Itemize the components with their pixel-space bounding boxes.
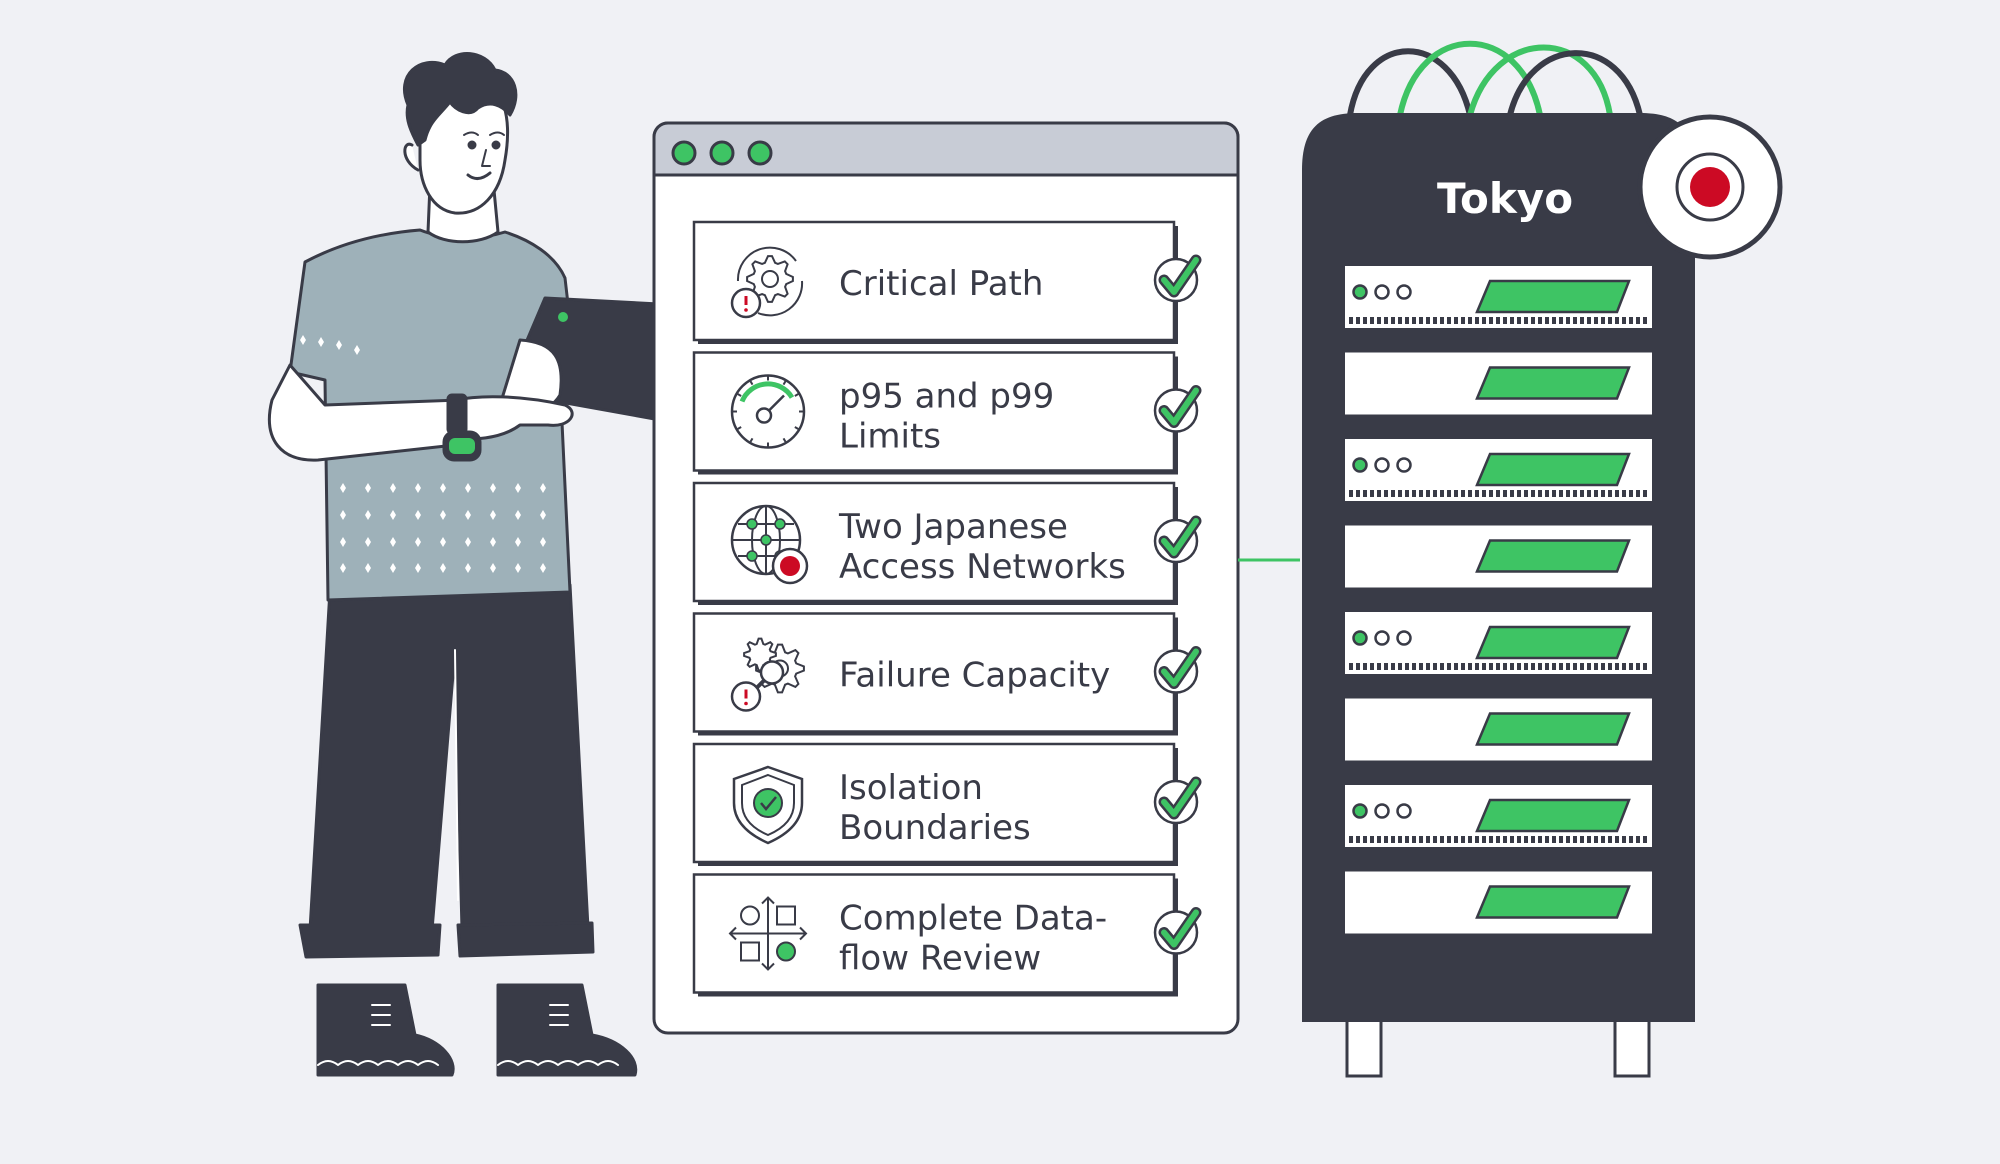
gears-alert-icon xyxy=(730,637,805,712)
server-unit xyxy=(1345,612,1652,674)
check-icon xyxy=(1153,907,1202,955)
drive-bay-indicator xyxy=(1475,366,1631,400)
drive-bay-indicator xyxy=(1475,539,1631,573)
checklist-item-box xyxy=(692,220,1176,342)
drive-bay-indicator xyxy=(1475,885,1631,919)
window-dot-icon xyxy=(671,140,697,166)
checklist-item-label: Access Networks xyxy=(839,547,1126,587)
status-led-icon xyxy=(1374,457,1390,473)
status-led-icon xyxy=(1396,457,1412,473)
rack-leg xyxy=(1613,1018,1651,1078)
server-unit xyxy=(1345,266,1652,328)
rack-leg xyxy=(1345,1018,1383,1078)
status-led-icon xyxy=(1352,284,1368,300)
dataflow-arrows-icon xyxy=(728,896,808,971)
status-led-icon xyxy=(1396,284,1412,300)
drive-bay-indicator xyxy=(1475,279,1631,314)
rack-cable xyxy=(1507,50,1643,116)
server-location-label: Tokyo xyxy=(1437,174,1573,223)
rack-cable xyxy=(1397,40,1543,116)
globe-network-icon xyxy=(730,504,809,585)
shield-check-icon xyxy=(732,765,804,845)
window-dot-icon xyxy=(747,140,773,166)
server-unit xyxy=(1345,785,1652,847)
person-illustration xyxy=(267,52,737,1077)
drive-bay-indicator xyxy=(1475,625,1631,660)
drive-bay-indicator xyxy=(1475,712,1631,746)
server-rack: Tokyo xyxy=(1302,40,1783,1078)
vent-strip xyxy=(1349,836,1647,843)
gauge-icon xyxy=(730,374,806,449)
checklist-item-label: Boundaries xyxy=(839,808,1031,848)
checklist-item-label: Complete Data- xyxy=(839,899,1107,939)
status-led-icon xyxy=(1352,803,1368,819)
server-unit xyxy=(1345,525,1652,588)
gear-warning-icon xyxy=(730,246,804,319)
status-led-icon xyxy=(1374,630,1390,646)
server-unit xyxy=(1345,871,1652,934)
checklist-item-label: Isolation xyxy=(839,768,983,808)
checklist-item-label: Limits xyxy=(839,417,941,457)
server-unit xyxy=(1345,439,1652,501)
checklist-item: Complete Data-flow Review xyxy=(692,873,1202,997)
checklist-item: Critical Path xyxy=(692,220,1202,344)
vent-strip xyxy=(1349,490,1647,497)
window-dot-icon xyxy=(709,140,735,166)
drive-bay-indicator xyxy=(1475,798,1631,833)
check-icon xyxy=(1153,515,1202,564)
status-led-icon xyxy=(1374,284,1390,300)
server-unit xyxy=(1345,698,1652,761)
check-icon xyxy=(1153,254,1202,303)
status-led-icon xyxy=(1352,457,1368,473)
checklist-item-label: Failure Capacity xyxy=(839,656,1110,696)
check-icon xyxy=(1153,776,1202,825)
status-led-icon xyxy=(1396,630,1412,646)
checklist-item-label: Two Japanese xyxy=(838,507,1068,547)
vent-strip xyxy=(1349,317,1647,324)
server-unit xyxy=(1345,352,1652,415)
rack-cable xyxy=(1347,48,1473,116)
status-led-icon xyxy=(1396,803,1412,819)
check-icon xyxy=(1153,646,1202,694)
checklist-item: Failure Capacity xyxy=(692,612,1202,736)
server-units xyxy=(1345,266,1652,934)
japan-flag-icon xyxy=(1637,114,1783,260)
checklist-item-label: p95 and p99 xyxy=(839,377,1054,417)
checklist-item-label: flow Review xyxy=(839,939,1041,979)
checklist-item-label: Critical Path xyxy=(839,264,1043,304)
check-icon xyxy=(1153,385,1202,433)
status-led-icon xyxy=(1352,630,1368,646)
drive-bay-indicator xyxy=(1475,452,1631,487)
rack-cable xyxy=(1467,44,1613,116)
vent-strip xyxy=(1349,663,1647,670)
status-led-icon xyxy=(1374,803,1390,819)
